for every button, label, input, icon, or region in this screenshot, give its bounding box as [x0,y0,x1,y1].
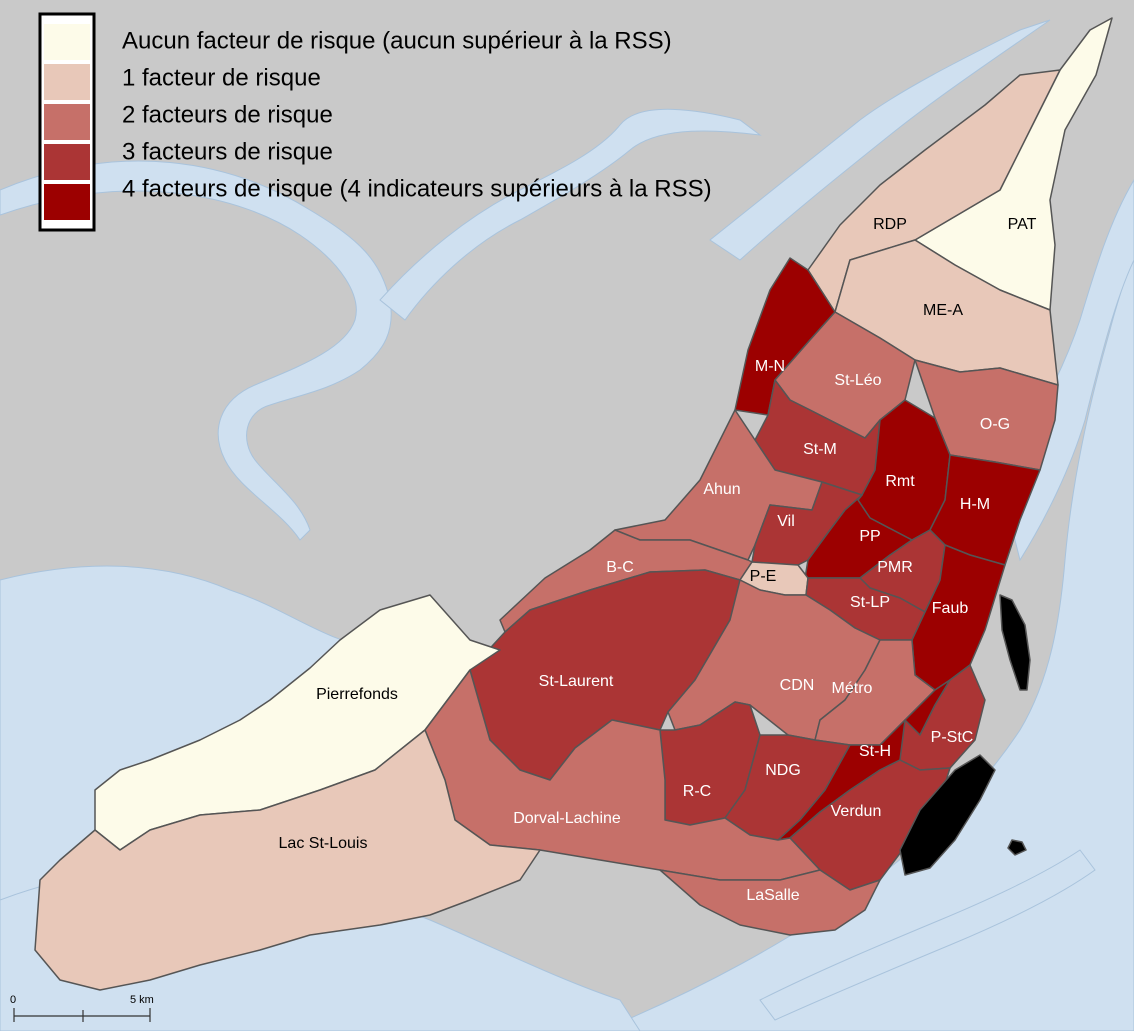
scale-zero-label: 0 [10,994,16,1006]
region-label-st-leo: St-Léo [834,372,881,389]
region-lac-st-louis[interactable] [34,729,541,991]
region-lasalle[interactable] [659,869,881,936]
region-label-lac-st-louis: Lac St-Louis [279,835,368,852]
region-label-pierrefonds: Pierrefonds [316,686,398,703]
region-label-b-c: B-C [606,559,634,576]
region-label-p-e: P-E [750,568,777,585]
region-label-ndg: NDG [765,762,801,779]
region-label-pat: PAT [1008,216,1037,233]
south-shore-channel [759,849,1096,1021]
legend-swatch-class-3 [44,144,90,180]
legend-swatch-class-0 [44,24,90,60]
regions-layer [34,17,1113,991]
region-label-r-c: R-C [683,783,711,800]
region-label-lasalle: LaSalle [746,887,799,904]
legend-swatch-class-1 [44,64,90,100]
region-label-rmt: Rmt [885,473,915,490]
region-label-vil: Vil [777,513,795,530]
ile-ste-helene[interactable] [999,594,1031,691]
region-label-st-m: St-M [803,441,837,458]
region-label-p-stc: P-StC [931,729,974,746]
island-north-shore [709,19,1051,261]
region-label-h-m: H-M [960,496,990,513]
region-label-st-lp: St-LP [850,594,890,611]
region-label-me-a: ME-A [923,302,963,319]
ile-des-soeurs[interactable] [899,754,996,876]
small-island[interactable] [1007,839,1027,856]
region-label-cdn: CDN [780,677,815,694]
legend-swatch-class-4 [44,184,90,220]
legend: Aucun facteur de risque (aucun supérieur… [38,12,712,232]
legend-swatch-class-2 [44,104,90,140]
region-label-pmr: PMR [877,559,913,576]
region-label-dorval-lachine: Dorval-Lachine [513,810,621,827]
region-label-faub: Faub [932,600,969,617]
region-label-verdun: Verdun [831,803,882,820]
region-label-pp: PP [859,528,880,545]
north-channel [379,108,762,321]
scale-bar [13,1008,151,1022]
legend-label-class-0: Aucun facteur de risque (aucun supérieur… [122,27,672,54]
legend-label-class-1: 1 facteur de risque [122,64,321,91]
region-label-metro: Métro [832,680,873,697]
legend-label-class-4: 4 facteurs de risque (4 indicateurs supé… [122,175,712,202]
region-label-ahun: Ahun [703,481,740,498]
legend-label-class-2: 2 facteurs de risque [122,101,333,128]
region-label-st-h: St-H [859,743,891,760]
region-label-rdp: RDP [873,216,907,233]
scale-distance-label: 5 km [130,994,154,1006]
region-label-st-laurent: St-Laurent [539,673,614,690]
region-label-m-n: M-N [755,358,785,375]
region-label-o-g: O-G [980,416,1010,433]
legend-swatches [44,24,90,220]
legend-label-class-3: 3 facteurs de risque [122,138,333,165]
